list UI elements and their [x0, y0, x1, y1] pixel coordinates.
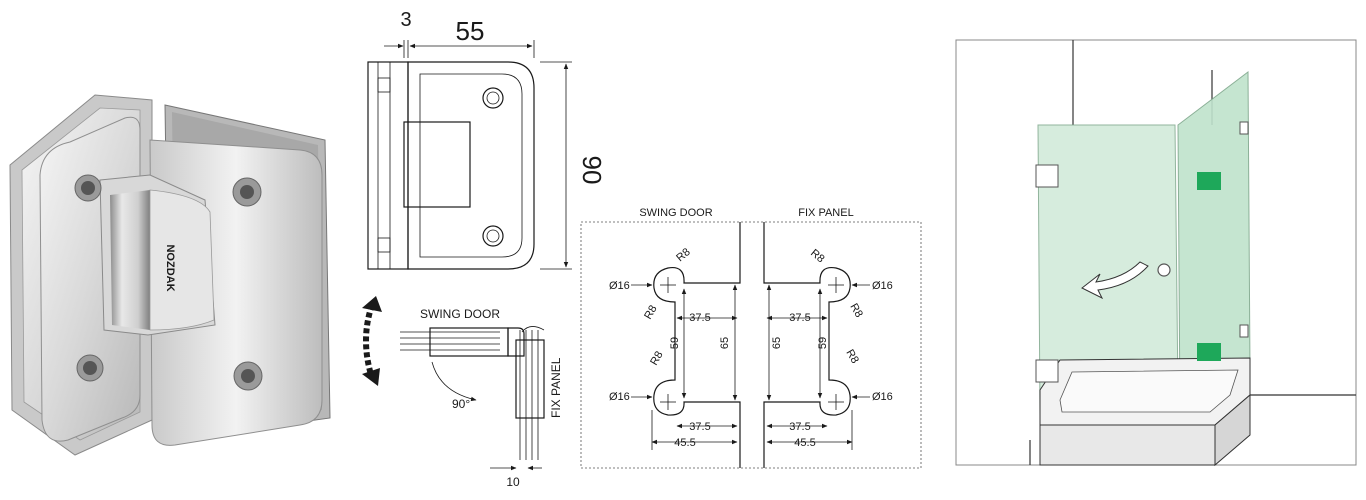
swing-dia-top: Ø16 — [609, 280, 630, 292]
screw-icon — [74, 174, 102, 202]
cutout-swing-title: SWING DOOR — [639, 207, 712, 219]
fix-radius-side-bottom: R8 — [843, 348, 860, 366]
fix-dia-top: Ø16 — [872, 280, 893, 292]
cutout-fix-title: FIX PANEL — [798, 207, 853, 219]
front-view-drawing: 3 55 90 — [367, 9, 607, 270]
screw-icon — [76, 354, 104, 382]
swing-dim-37-5-bottom: 37.5 — [689, 421, 710, 433]
dim-height: 90 — [577, 156, 607, 185]
fix-dia-bottom: Ø16 — [872, 391, 893, 403]
door-knob-icon — [1157, 263, 1171, 277]
side-swing-door-label: SWING DOOR — [420, 307, 500, 321]
shower-illustration — [955, 39, 1357, 467]
hinge-marker-bottom — [1197, 343, 1221, 361]
hinge-photo: NOZDAK — [9, 94, 331, 456]
fix-radius-side-top: R8 — [847, 302, 864, 320]
swing-radius-top: R8 — [674, 246, 692, 264]
cutout-swing-door: SWING DOOR Ø16 Ø16 R8 R8 R8 37.5 59 65 3… — [609, 207, 741, 468]
swing-radius-side-top: R8 — [642, 303, 659, 321]
dim-thickness: 3 — [400, 9, 411, 31]
swing-dia-bottom: Ø16 — [609, 391, 630, 403]
brand-engraving: NOZDAK — [164, 244, 176, 291]
swing-radius-side-bottom: R8 — [648, 349, 665, 367]
fix-dim-37-5-bottom: 37.5 — [789, 421, 810, 433]
swing-dim-59: 59 — [669, 337, 681, 349]
swing-arrow-icon — [1081, 261, 1149, 300]
cutout-fix-panel: FIX PANEL Ø16 Ø16 R8 R8 R8 37.5 59 65 37… — [763, 207, 893, 468]
screw-icon — [233, 361, 263, 391]
side-view-drawing: SWING DOOR FIX PANEL 90° 10 — [362, 296, 563, 489]
swing-dim-37-5-top: 37.5 — [689, 312, 710, 324]
side-fix-panel-label: FIX PANEL — [549, 357, 563, 418]
angle-label: 90° — [452, 397, 470, 411]
fix-dim-59: 59 — [817, 337, 829, 349]
fix-dim-45-5: 45.5 — [794, 437, 815, 449]
screw-icon — [232, 177, 262, 207]
hinge-marker-top — [1197, 172, 1221, 190]
fix-dim-37-5-top: 37.5 — [789, 312, 810, 324]
fix-dim-65: 65 — [771, 337, 783, 349]
cutout-details: SWING DOOR Ø16 Ø16 R8 R8 R8 37.5 59 65 3… — [580, 207, 922, 469]
fix-radius-top: R8 — [808, 247, 826, 265]
dim-width: 55 — [456, 16, 485, 46]
swing-dim-45-5: 45.5 — [674, 437, 695, 449]
swing-dim-65: 65 — [719, 337, 731, 349]
gap-label: 10 — [506, 475, 520, 489]
